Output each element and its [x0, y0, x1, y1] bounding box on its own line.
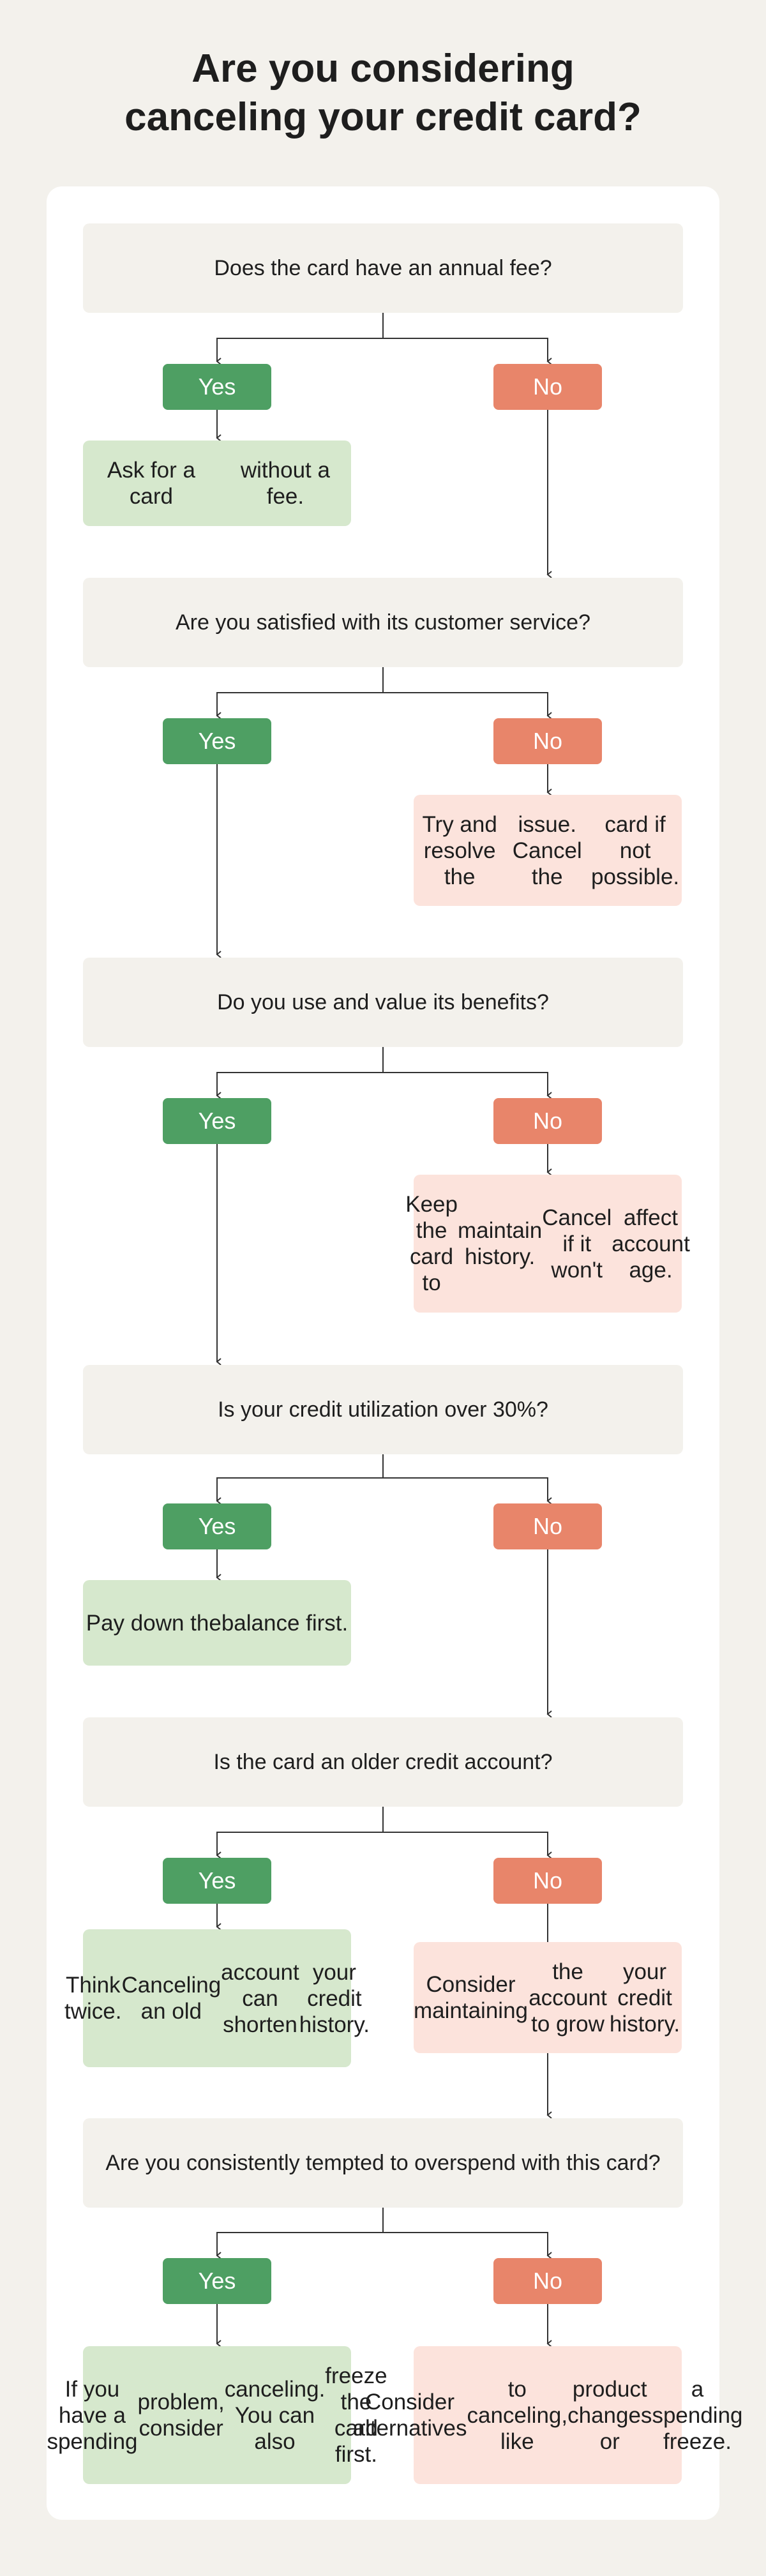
result-line: problem, consider: [137, 2390, 225, 2441]
result-line: Try and resolve the: [422, 811, 497, 889]
branch-fork-5: [216, 1832, 548, 1854]
result-line: canceling. You can also: [224, 2376, 326, 2454]
result-line: Pay down the: [86, 1610, 222, 1636]
result-line: a spending freeze.: [652, 2376, 743, 2454]
result-line: Keep the card to: [405, 1192, 458, 1295]
branch-fork-1: [216, 338, 548, 360]
branch-fork-2: [216, 692, 548, 714]
result-line: the account to grow: [529, 1959, 607, 2037]
branch-fork-3: [216, 1072, 548, 1094]
no-button-2: No: [493, 718, 602, 764]
yes-result-4: Pay down the balance first.: [83, 1580, 351, 1666]
yes-result-1: Ask for a card without a fee.: [83, 441, 351, 526]
result-line: affect account age.: [612, 1205, 690, 1283]
result-line: your credit history.: [299, 1959, 370, 2037]
question-box-3: Do you use and value its benefits?: [83, 958, 683, 1047]
question-box-5: Is the card an older credit account?: [83, 1717, 683, 1807]
yes-result-6: If you have a spending problem, consider…: [47, 2346, 387, 2484]
title-line-1: Are you considering: [192, 47, 574, 91]
yes-button-2: Yes: [163, 718, 271, 764]
question-box-4: Is your credit utilization over 30%?: [83, 1365, 683, 1454]
no-button-4: No: [493, 1503, 602, 1549]
yes-button-6: Yes: [163, 2258, 271, 2304]
question-box-6: Are you consistently tempted to overspen…: [83, 2118, 683, 2208]
page-title: Are you considering canceling your credi…: [0, 45, 766, 142]
result-line: card if not possible.: [591, 811, 680, 889]
result-line: maintain history.: [457, 1218, 543, 1269]
yes-result-5: Think twice. Canceling an old account ca…: [64, 1929, 370, 2067]
result-line: without a fee.: [240, 458, 330, 509]
no-result-6: Consider alternatives to canceling, like…: [353, 2346, 743, 2484]
result-line: If you have a spending: [47, 2376, 138, 2454]
branch-fork-4: [216, 1477, 548, 1500]
result-line: freeze the card first.: [325, 2363, 387, 2467]
result-line: Consider alternatives: [352, 2390, 467, 2441]
yes-button-1: Yes: [163, 364, 271, 410]
result-line: Consider maintaining: [414, 1972, 528, 2023]
result-line: Canceling an old: [121, 1973, 222, 2024]
yes-button-3: Yes: [163, 1098, 271, 1144]
question-box-2: Are you satisfied with its customer serv…: [83, 578, 683, 667]
question-box-1: Does the card have an annual fee?: [83, 223, 683, 313]
result-line: your credit history.: [609, 1959, 680, 2037]
result-line: to canceling, like: [467, 2376, 568, 2454]
result-line: issue. Cancel the: [512, 811, 582, 889]
result-line: balance first.: [221, 1610, 349, 1636]
no-button-6: No: [493, 2258, 602, 2304]
result-line: Ask for a card: [107, 458, 195, 509]
yes-button-5: Yes: [163, 1858, 271, 1904]
result-line: product changes or: [567, 2376, 652, 2454]
result-line: Think twice.: [64, 1973, 122, 2024]
result-line: Cancel if it won't: [542, 1205, 612, 1283]
result-line: account can shorten: [221, 1959, 299, 2037]
no-result-3: Keep the card to maintain history. Cance…: [405, 1175, 690, 1313]
no-button-5: No: [493, 1858, 602, 1904]
yes-button-4: Yes: [163, 1503, 271, 1549]
no-result-5: Consider maintaining the account to grow…: [414, 1942, 682, 2053]
no-button-3: No: [493, 1098, 602, 1144]
no-button-1: No: [493, 364, 602, 410]
no-result-2: Try and resolve the issue. Cancel the ca…: [414, 795, 682, 906]
title-line-2: canceling your credit card?: [124, 95, 642, 139]
branch-fork-6: [216, 2232, 548, 2254]
